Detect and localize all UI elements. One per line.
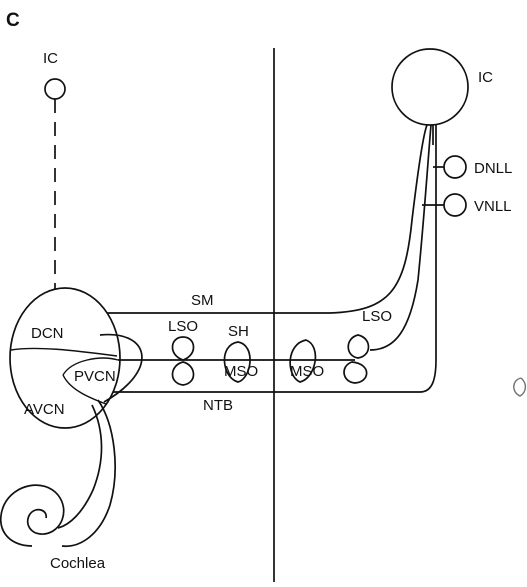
lso-left-upper-lobe	[172, 337, 193, 360]
label-lso-left: LSO	[168, 318, 198, 335]
panel-label: C	[6, 10, 20, 31]
label-vnll: VNLL	[474, 198, 512, 215]
label-dcn: DCN	[31, 325, 64, 342]
label-avcn: AVCN	[24, 401, 65, 418]
label-sh: SH	[228, 323, 249, 340]
ic-right-node	[392, 49, 468, 125]
label-ic-right: IC	[478, 69, 493, 86]
label-mso-left: MSO	[224, 363, 258, 380]
label-ntb: NTB	[203, 397, 233, 414]
label-sm: SM	[191, 292, 214, 309]
label-mso-right: MSO	[290, 363, 324, 380]
tract-ntb-lemniscus	[95, 125, 436, 392]
lso-right-upper-lobe	[348, 335, 368, 358]
cochlea-spiral	[1, 485, 64, 546]
lso-left-lower-lobe	[172, 362, 193, 385]
lso-right-lower-lobe	[344, 362, 367, 383]
partial-figure-glyph	[514, 378, 526, 396]
vnll-node	[444, 194, 466, 216]
label-pvcn: PVCN	[74, 368, 116, 385]
label-ic-left: IC	[43, 50, 58, 67]
label-dnll: DNLL	[474, 160, 512, 177]
tract-sm	[86, 125, 427, 313]
dnll-node	[444, 156, 466, 178]
ic-left-node	[45, 79, 65, 99]
label-cochlea: Cochlea	[50, 555, 106, 572]
label-lso-right: LSO	[362, 308, 392, 325]
